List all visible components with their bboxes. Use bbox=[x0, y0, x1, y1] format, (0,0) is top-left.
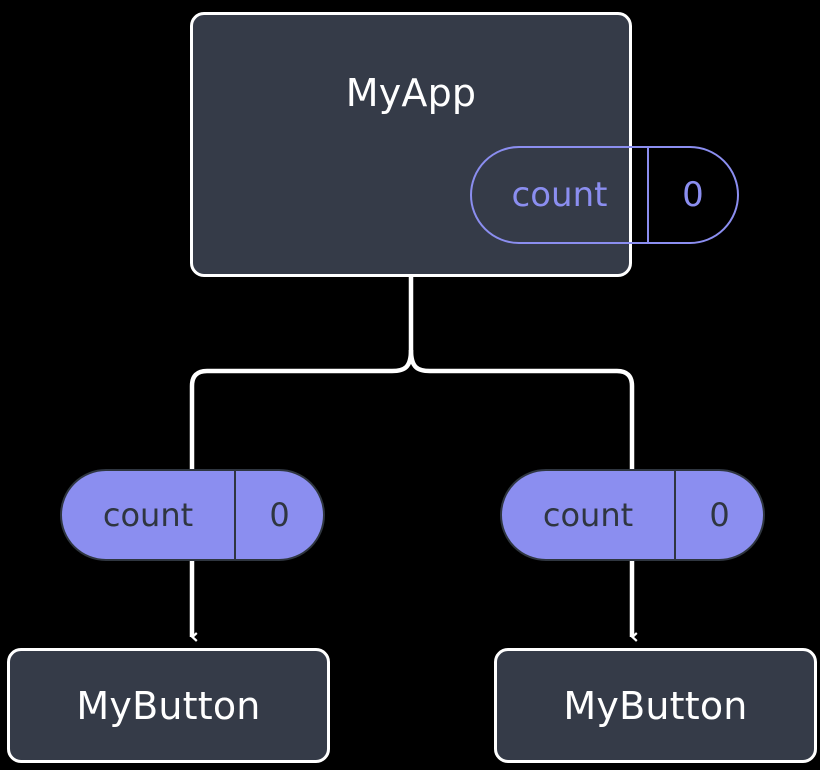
node-myapp-label: MyApp bbox=[345, 71, 477, 115]
state-pill-right-child-value: 0 bbox=[674, 471, 763, 559]
state-pill-myapp-value: 0 bbox=[682, 175, 704, 215]
state-pill-myapp[interactable]: count 0 bbox=[470, 146, 739, 244]
state-pill-left-child-value: 0 bbox=[234, 471, 323, 559]
node-mybutton-right[interactable]: MyButton bbox=[494, 648, 817, 763]
edge-to-right-child bbox=[408, 349, 635, 470]
state-pill-right-child-key: count bbox=[542, 496, 634, 534]
node-mybutton-right-label: MyButton bbox=[563, 684, 748, 728]
state-pill-right-child[interactable]: count 0 bbox=[500, 469, 765, 561]
node-myapp[interactable]: MyApp count 0 bbox=[190, 12, 739, 277]
state-pill-left-child-key: count bbox=[102, 496, 194, 534]
state-pill-myapp-key: count bbox=[472, 148, 649, 242]
state-pill-left-child[interactable]: count 0 bbox=[60, 469, 325, 561]
edge-to-left-child bbox=[189, 349, 414, 470]
node-mybutton-left[interactable]: MyButton bbox=[7, 648, 330, 763]
node-mybutton-left-label: MyButton bbox=[76, 684, 261, 728]
